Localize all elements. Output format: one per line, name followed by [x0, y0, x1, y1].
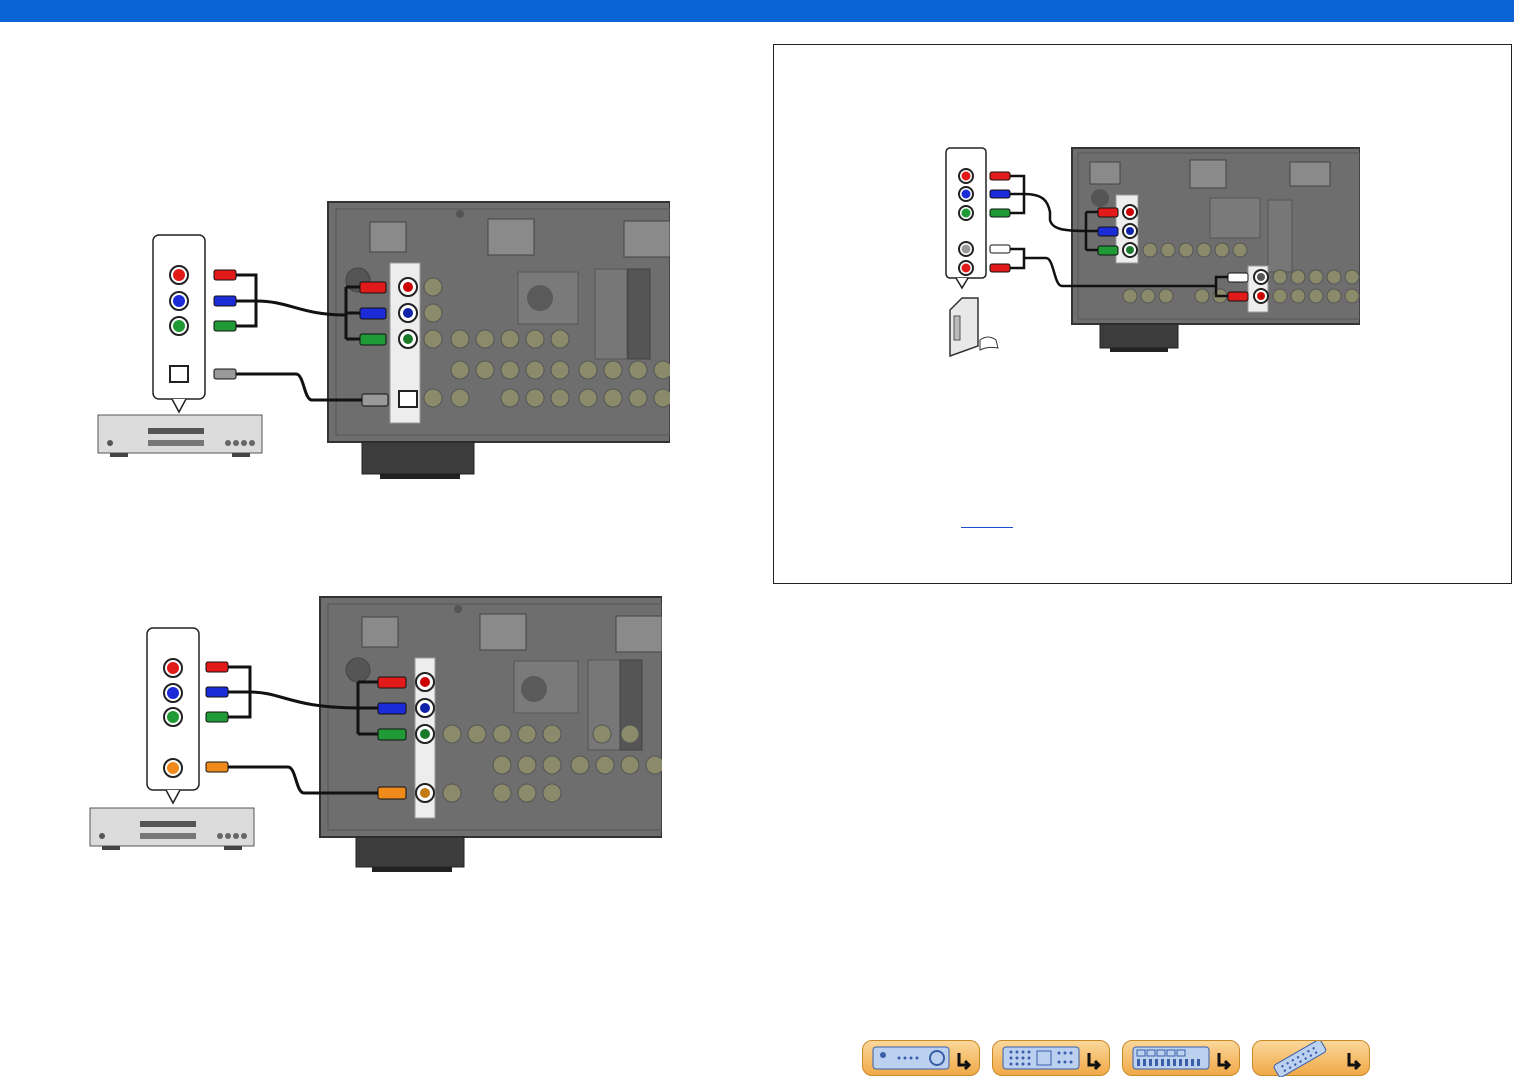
receiver-rear-panel [327, 201, 670, 479]
game-console [949, 297, 999, 358]
bd-dvd-player [97, 414, 263, 457]
nav-button-front-panel[interactable]: front-panel-icon [862, 1040, 980, 1076]
coaxial-cable [205, 761, 407, 800]
bd-dvd-player [89, 807, 255, 850]
component-plugs [213, 269, 387, 346]
connection-diagram-optical [97, 201, 670, 479]
connection-diagram-coaxial [89, 596, 662, 872]
header-bar [0, 0, 1514, 22]
display-icon [1132, 1046, 1232, 1071]
page-link[interactable] [961, 527, 1013, 528]
device-jack-callout [945, 147, 987, 290]
analog-audio-cable [989, 244, 1249, 302]
rear-panel-icon [1002, 1046, 1102, 1071]
receiver-rear-panel [319, 596, 662, 872]
component-plugs [205, 661, 407, 741]
remote-control-icon [1273, 1041, 1362, 1077]
connection-diagram-game-console [945, 147, 1360, 358]
info-box [773, 44, 1512, 584]
device-jack-callout [146, 627, 200, 805]
component-video-cable [1008, 174, 1098, 252]
nav-button-remote-control[interactable]: remote-control-icon [1252, 1040, 1370, 1077]
component-plugs [989, 171, 1119, 256]
nav-button-display[interactable]: display-icon [1122, 1040, 1240, 1076]
front-panel-icon [872, 1046, 972, 1071]
device-jack-callout [152, 234, 206, 414]
optical-cable [213, 368, 389, 407]
nav-button-rear-panel[interactable]: rear-panel-icon [992, 1040, 1110, 1076]
component-video-cable [226, 665, 378, 736]
